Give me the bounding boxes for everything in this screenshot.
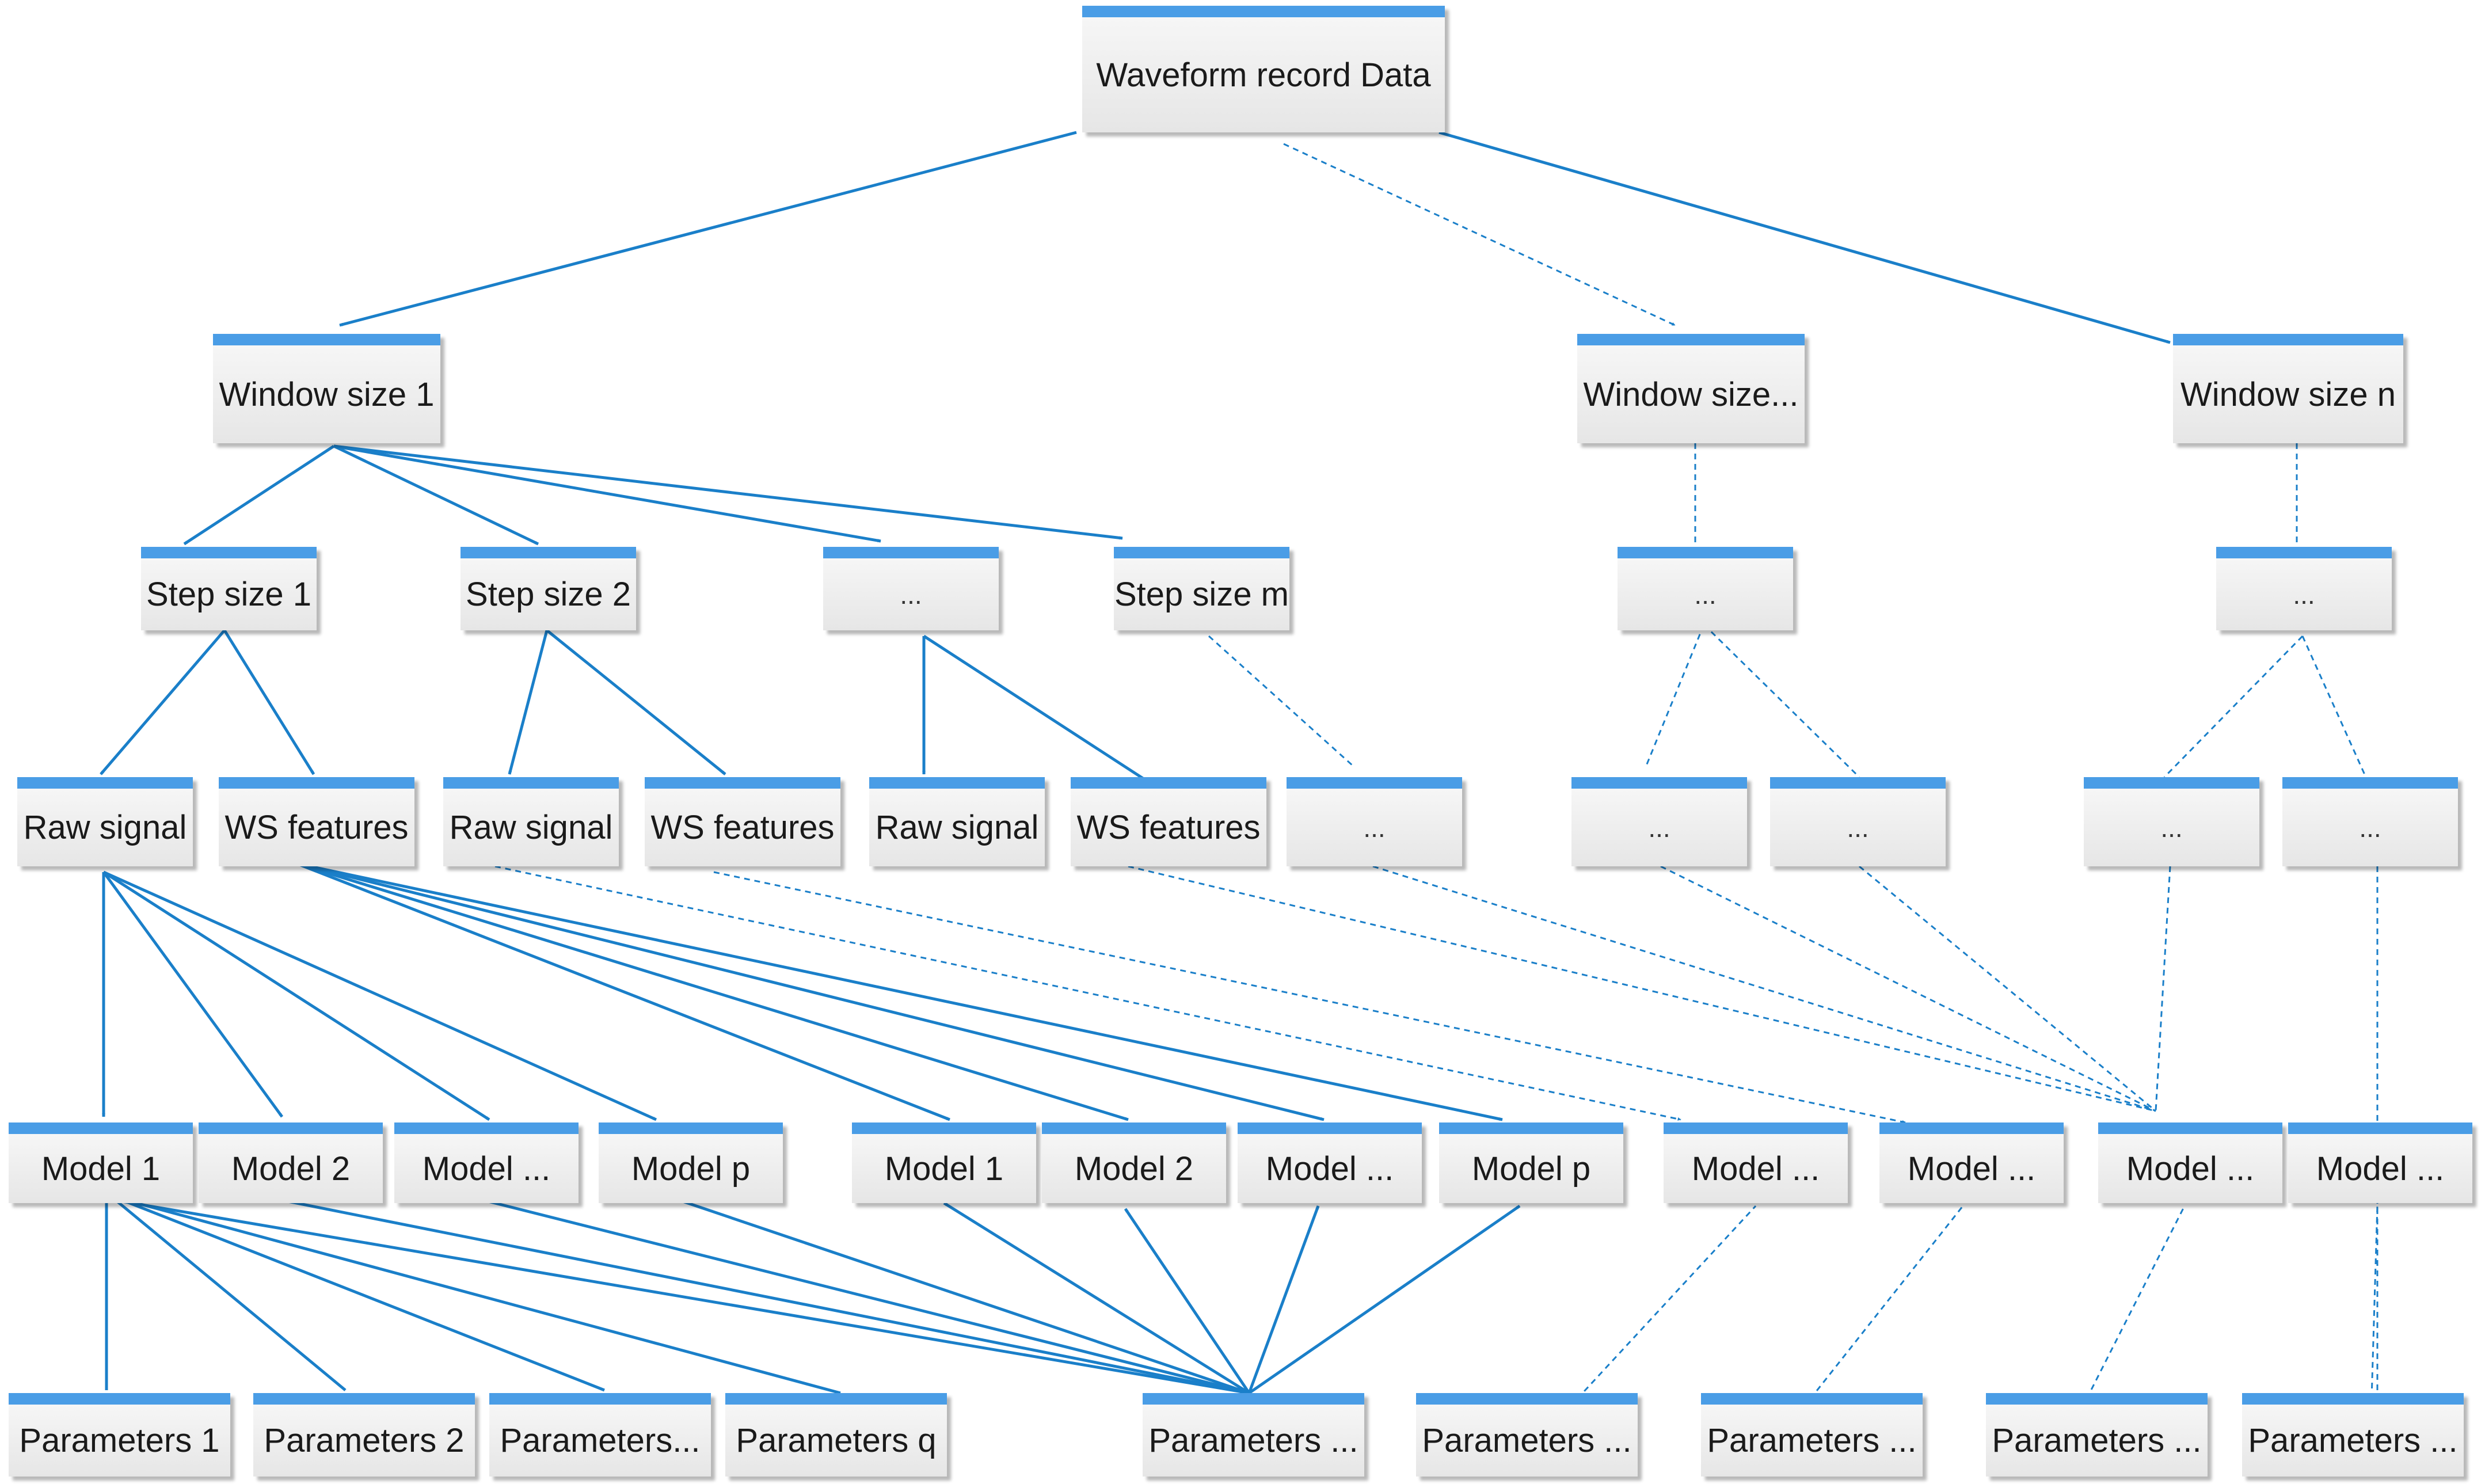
node-window-dots-child-1[interactable]: ...	[1571, 777, 1747, 866]
connector-arrow	[115, 1196, 605, 1392]
node-window-size-dots[interactable]: Window size...	[1577, 334, 1805, 443]
node-window-n-child-1[interactable]: ...	[2084, 777, 2259, 866]
node-model-1-b[interactable]: Model 1	[852, 1122, 1036, 1203]
connector-arrow	[483, 1198, 1250, 1395]
connector-arrow	[102, 870, 657, 1121]
connector-arrow	[679, 1198, 1250, 1395]
node-model-2-b[interactable]: Model 2	[1042, 1122, 1226, 1203]
connector-arrow	[333, 444, 539, 546]
connector-arrow	[923, 634, 1158, 789]
connector-arrow	[333, 444, 1123, 540]
node-raw-signal-3[interactable]: Raw signal	[869, 777, 1045, 866]
node-parameters-2[interactable]: Parameters 2	[253, 1393, 475, 1477]
connector-arrow	[333, 444, 881, 543]
connector-arrow	[339, 131, 1077, 327]
node-window-size-n[interactable]: Window size n	[2173, 334, 2403, 443]
connector-arrow	[1124, 1208, 1251, 1394]
connector-arrow	[100, 629, 226, 775]
node-raw-signal-2[interactable]: Raw signal	[443, 777, 619, 866]
connector-dashed-arrow	[713, 871, 1906, 1124]
connector-dashed	[1372, 865, 2156, 1112]
connector-dashed	[1208, 635, 1354, 767]
connector-arrow	[281, 1198, 1250, 1395]
connector-arrow	[102, 871, 284, 1118]
connector-arrow	[296, 862, 1325, 1121]
connector-arrow	[943, 1201, 1250, 1395]
node-step-size-dots[interactable]: ...	[823, 547, 999, 630]
connector-dashed-arrow	[494, 865, 1681, 1121]
connector-dashed	[2155, 866, 2171, 1112]
node-window-n-step[interactable]: ...	[2216, 547, 2392, 630]
connector-arrow	[1248, 1204, 1521, 1395]
connector-arrow	[508, 630, 549, 775]
connector-arrow	[115, 1196, 841, 1395]
node-window-dots-step[interactable]: ...	[1618, 547, 1793, 630]
connector-dashed	[1809, 1205, 1964, 1399]
node-model-dots-b[interactable]: Model ...	[1238, 1122, 1422, 1203]
node-parameters-c1[interactable]: Parameters ...	[1416, 1393, 1638, 1477]
node-step-size-m[interactable]: Step size m	[1114, 547, 1289, 630]
connector-dashed	[1660, 865, 2156, 1112]
node-model-2-a[interactable]: Model 2	[199, 1122, 383, 1203]
node-raw-signal-1[interactable]: Raw signal	[17, 777, 193, 866]
connector-arrow	[115, 1198, 1250, 1395]
connector-arrow	[546, 629, 726, 775]
connector-arrow	[111, 1196, 347, 1391]
connector-arrow	[296, 862, 1129, 1121]
connector-arrow	[183, 444, 335, 546]
node-window-dots-child-2[interactable]: ...	[1770, 777, 1946, 866]
node-step-m-child[interactable]: ...	[1287, 777, 1462, 866]
node-parameters-c2[interactable]: Parameters ...	[1701, 1393, 1923, 1477]
connector-dashed	[1576, 1205, 1757, 1400]
node-parameters-c4[interactable]: Parameters ...	[2242, 1393, 2464, 1477]
connector-dashed	[1703, 623, 1860, 778]
node-waveform-record-data[interactable]: Waveform record Data	[1082, 6, 1445, 132]
node-ws-features-1[interactable]: WS features	[219, 777, 414, 866]
connector-arrow	[223, 629, 315, 775]
node-parameters-c3[interactable]: Parameters ...	[1986, 1393, 2208, 1477]
connector-dashed	[2163, 635, 2304, 778]
node-model-1-a[interactable]: Model 1	[9, 1122, 193, 1203]
node-ws-features-2[interactable]: WS features	[645, 777, 840, 866]
node-model-dots-a[interactable]: Model ...	[394, 1122, 579, 1203]
node-model-p-a[interactable]: Model p	[599, 1122, 783, 1203]
connector-arrow	[102, 870, 490, 1121]
node-step-size-2[interactable]: Step size 2	[461, 547, 636, 630]
node-model-p-b[interactable]: Model p	[1439, 1122, 1623, 1203]
connector-dashed	[2086, 1205, 2186, 1399]
connector-arrow	[296, 862, 950, 1121]
node-step-size-1[interactable]: Step size 1	[141, 547, 317, 630]
node-parameters-1[interactable]: Parameters 1	[9, 1393, 230, 1477]
node-parameters-q[interactable]: Parameters q	[725, 1393, 947, 1477]
node-ws-features-3[interactable]: WS features	[1071, 777, 1266, 866]
connector-dashed-arrow	[1283, 143, 1676, 326]
connector-dashed	[1859, 865, 2156, 1112]
connector-arrow	[1439, 131, 2171, 344]
connector-dashed	[2370, 1205, 2379, 1399]
connector-dashed	[1645, 624, 1705, 766]
node-parameters-dots[interactable]: Parameters...	[489, 1393, 711, 1477]
connector-arrow	[1247, 1205, 1320, 1394]
node-model-dots-c1[interactable]: Model ...	[1664, 1122, 1848, 1203]
node-model-dots-c2[interactable]: Model ...	[1879, 1122, 2064, 1203]
node-model-dots-c4[interactable]: Model ...	[2288, 1122, 2472, 1203]
connector-arrow	[296, 862, 1503, 1121]
node-model-dots-c3[interactable]: Model ...	[2098, 1122, 2282, 1203]
node-window-size-1[interactable]: Window size 1	[213, 334, 440, 443]
connector-dashed	[2301, 636, 2367, 778]
node-parameters-shared[interactable]: Parameters ...	[1143, 1393, 1364, 1477]
node-window-n-child-2[interactable]: ...	[2282, 777, 2458, 866]
